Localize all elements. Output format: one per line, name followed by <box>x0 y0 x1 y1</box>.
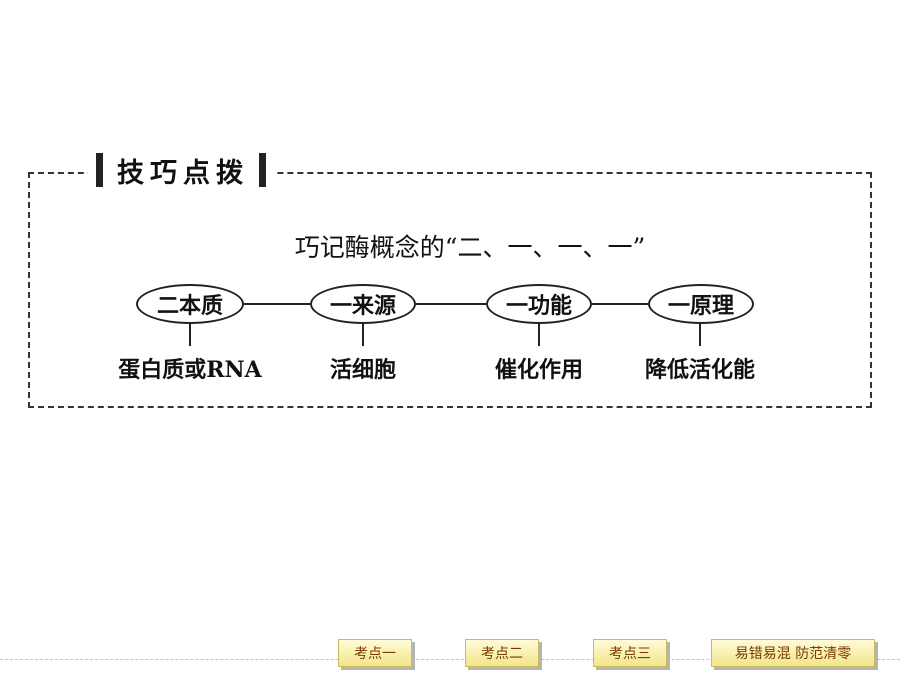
tip-header: 技巧点拨 <box>88 152 274 189</box>
tip-box <box>28 172 872 408</box>
header-right-bar <box>259 153 266 187</box>
concept-node-source: 一来源 <box>310 284 416 324</box>
concept-value-source: 活细胞 <box>329 357 396 383</box>
nav-button-topic-2[interactable]: 考点二 <box>465 639 539 667</box>
concept-value-essence: 蛋白质或RNA <box>118 357 262 383</box>
concept-node-function: 一功能 <box>486 284 592 324</box>
nav-button-topic-3[interactable]: 考点三 <box>593 639 667 667</box>
concept-heading: 巧记酶概念的“二、一、一、一” <box>0 228 900 264</box>
concept-value-function: 催化作用 <box>494 357 583 383</box>
footer-divider <box>0 659 900 660</box>
header-left-bar <box>96 153 103 187</box>
concept-heading-text: 巧记酶概念的“二、一、一、一” <box>294 233 646 262</box>
section-title: 技巧点拨 <box>117 157 249 189</box>
concept-node-essence: 二本质 <box>136 284 244 324</box>
concept-value-principle: 降低活化能 <box>644 357 755 383</box>
nav-button-topic-1[interactable]: 考点一 <box>338 639 412 667</box>
nav-button-common-mistakes[interactable]: 易错易混 防范清零 <box>711 639 875 667</box>
concept-node-principle: 一原理 <box>648 284 754 324</box>
